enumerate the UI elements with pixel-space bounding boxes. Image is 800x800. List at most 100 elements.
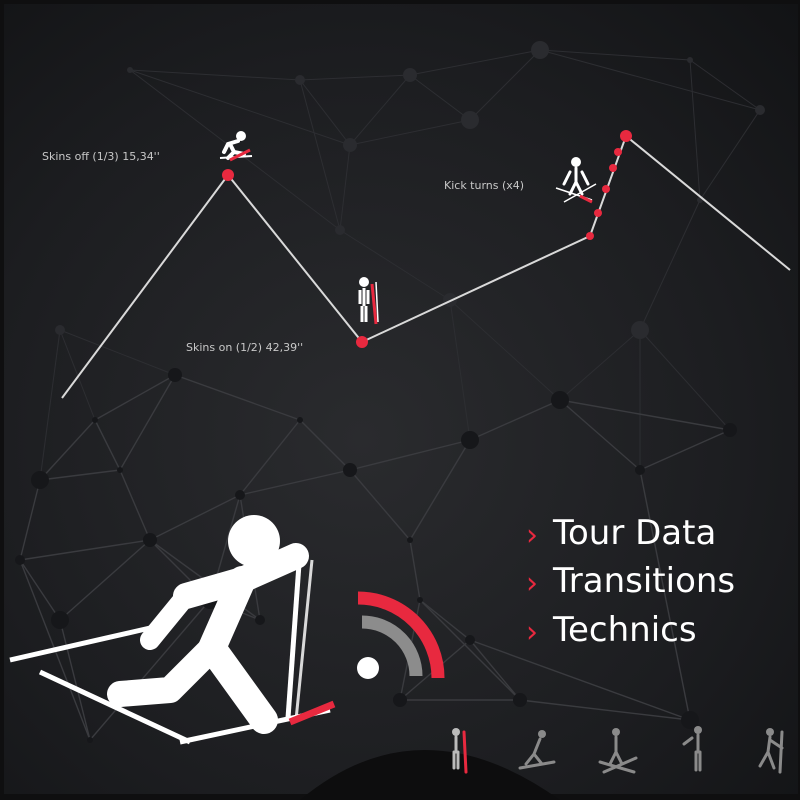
- route-line: [61, 134, 791, 399]
- waypoint-label-kick-turns: Kick turns (x4): [444, 179, 524, 192]
- network-link: [239, 469, 351, 496]
- network-node: [403, 68, 417, 82]
- network-link: [409, 539, 421, 601]
- route-step-marker: [586, 232, 594, 240]
- network-link: [94, 374, 176, 421]
- network-link: [409, 439, 471, 541]
- network-node: [723, 423, 737, 437]
- network-link: [419, 599, 521, 701]
- skier-downhill-icon: [518, 730, 556, 770]
- network-link: [349, 74, 411, 146]
- route-step-marker: [614, 148, 622, 156]
- network-link: [19, 539, 151, 561]
- network-link: [689, 59, 761, 111]
- waypoint-marker: [222, 169, 234, 181]
- network-link: [639, 469, 691, 721]
- network-node: [235, 490, 245, 500]
- network-link: [94, 419, 121, 471]
- corner-shadow: [300, 750, 560, 800]
- network-node: [117, 467, 123, 473]
- network-link: [59, 619, 91, 741]
- network-link: [559, 329, 641, 401]
- feature-item-tour-data: › Tour Data: [526, 513, 716, 553]
- network-node: [531, 41, 549, 59]
- network-link: [449, 299, 561, 401]
- network-node: [417, 597, 423, 603]
- network-link: [19, 479, 41, 561]
- network-node: [755, 105, 765, 115]
- network-link: [339, 144, 351, 231]
- network-link: [119, 374, 176, 471]
- skier-standing-icon: [358, 277, 379, 325]
- feature-item-transitions: › Transitions: [526, 561, 735, 601]
- feature-label: Tour Data: [552, 513, 716, 553]
- network-node: [635, 465, 645, 475]
- network-node: [297, 417, 303, 423]
- network-link: [19, 559, 61, 621]
- waypoint-label-skins-off: Skins off (1/3) 15,34'': [42, 150, 160, 163]
- network-link: [299, 79, 351, 146]
- network-link: [469, 399, 561, 441]
- wireless-signal-icon: [357, 591, 445, 679]
- network-link: [639, 329, 731, 431]
- network-link: [689, 59, 701, 201]
- network-node: [92, 417, 98, 423]
- network-node: [51, 611, 69, 629]
- feature-list: › Tour Data › Transitions › Technics: [526, 513, 735, 650]
- network-node: [15, 555, 25, 565]
- route-step-marker: [602, 185, 610, 193]
- network-node: [31, 471, 49, 489]
- waypoint-marker: [620, 130, 632, 142]
- network-link: [559, 399, 731, 431]
- skier-standing-icon: [682, 726, 702, 772]
- network-node: [255, 615, 265, 625]
- network-node: [393, 693, 407, 707]
- network-link: [299, 79, 341, 231]
- route-step-marker: [594, 209, 602, 217]
- kick-turn-icon: [555, 157, 597, 204]
- network-link: [59, 329, 176, 376]
- network-link: [339, 229, 451, 301]
- network-link: [639, 199, 701, 331]
- network-link: [129, 69, 301, 81]
- network-link: [469, 639, 521, 701]
- network-node: [461, 111, 479, 129]
- network-link: [409, 74, 471, 121]
- network-link: [174, 374, 301, 421]
- network-link: [59, 329, 96, 421]
- network-node: [631, 321, 649, 339]
- network-link: [299, 419, 351, 471]
- network-node: [551, 391, 569, 409]
- network-link: [89, 599, 211, 741]
- network-link: [639, 429, 731, 471]
- network-link: [349, 439, 471, 471]
- skier-standing-icon: [452, 728, 468, 774]
- network-link: [539, 49, 761, 111]
- ski-touring-icon: [9, 515, 336, 745]
- network-link: [539, 49, 691, 61]
- network-link: [299, 74, 411, 81]
- network-node: [87, 737, 93, 743]
- chevron-right-icon: ›: [526, 518, 538, 553]
- network-link: [119, 469, 151, 541]
- network-link: [469, 639, 691, 721]
- network-link: [349, 469, 411, 541]
- chevron-right-icon: ›: [526, 615, 538, 650]
- network-node: [55, 325, 65, 335]
- waypoint-marker: [356, 336, 368, 348]
- bottom-icon-row: [452, 726, 784, 774]
- network-node: [465, 635, 475, 645]
- network-link: [239, 419, 301, 496]
- network-link: [699, 109, 761, 201]
- network-node: [687, 57, 693, 63]
- network-link: [39, 329, 61, 481]
- chevron-right-icon: ›: [526, 566, 538, 601]
- network-link: [149, 494, 241, 541]
- waypoint-label-skins-on: Skins on (1/2) 42,39'': [186, 341, 303, 354]
- panel-background: [4, 4, 798, 794]
- network-node: [681, 711, 699, 729]
- feature-label: Technics: [552, 610, 697, 650]
- network-node: [168, 368, 182, 382]
- route-step-marker: [609, 164, 617, 172]
